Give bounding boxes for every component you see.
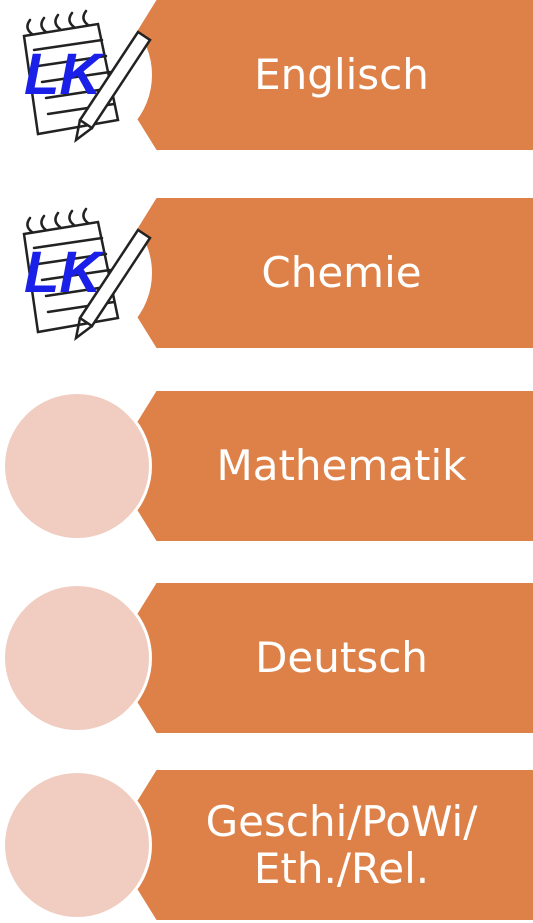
empty-circle xyxy=(2,391,152,541)
lk-badge-text: LK xyxy=(24,42,105,107)
subject-banner xyxy=(110,198,533,348)
subject-banner xyxy=(110,770,533,920)
lk-notepad-pencil-icon: LK xyxy=(22,9,152,143)
subject-label: Englisch xyxy=(254,50,429,100)
subject-banner xyxy=(110,583,533,733)
lk-notepad-pencil-icon: LK xyxy=(22,207,152,341)
subject-label: Geschi/PoWi/ Eth./Rel. xyxy=(205,796,478,893)
empty-circle xyxy=(2,583,152,733)
subject-row-mathematik: Mathematik xyxy=(0,391,533,541)
subject-label: Chemie xyxy=(261,248,422,298)
subject-banner xyxy=(110,0,533,150)
empty-circle xyxy=(2,770,152,920)
subject-label: Deutsch xyxy=(255,633,428,683)
subject-label: Mathematik xyxy=(216,441,467,491)
subject-banner xyxy=(110,391,533,541)
subject-row-chemie: Chemie LK xyxy=(0,198,533,348)
subject-row-deutsch: Deutsch xyxy=(0,583,533,733)
subject-row-englisch: Englisch LK xyxy=(0,0,533,150)
subject-row-geschi: Geschi/PoWi/ Eth./Rel. xyxy=(0,770,533,920)
lk-badge-text: LK xyxy=(24,240,105,305)
